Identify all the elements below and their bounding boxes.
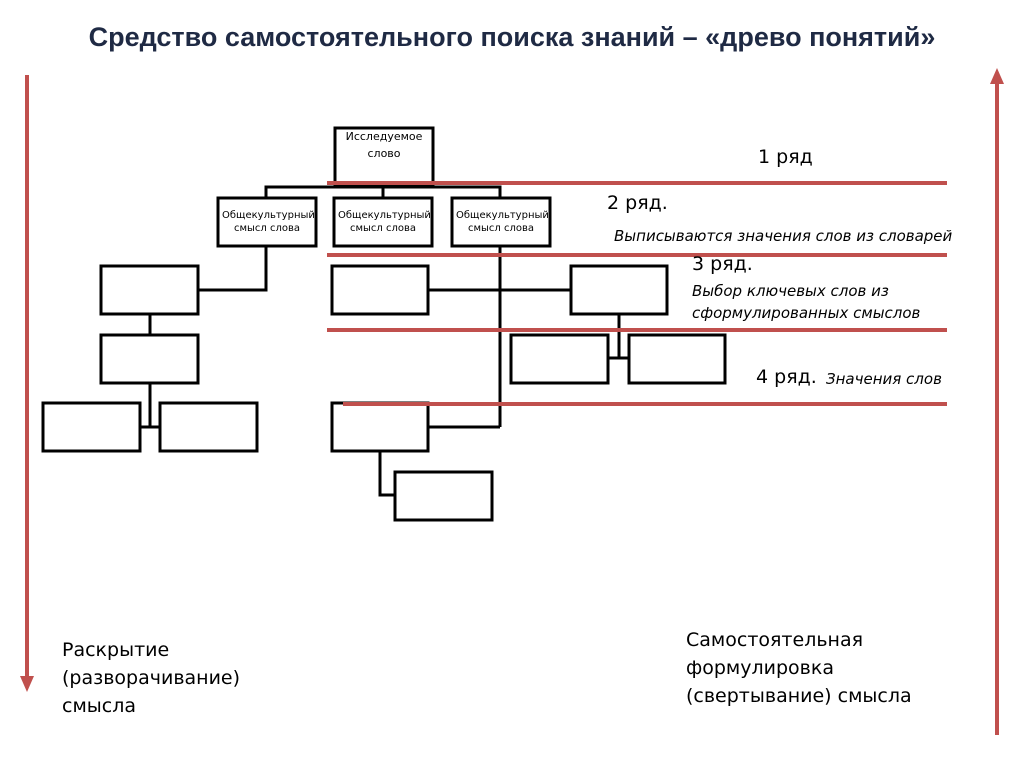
left-caption-line: смысла: [62, 695, 137, 717]
right-caption-line: (свертывание) смысла: [686, 685, 912, 707]
row2-label: 2 ряд.: [607, 192, 668, 214]
row4-description: Значения слов: [826, 370, 942, 388]
row3-description-line2: сформулированных смыслов: [692, 304, 921, 322]
connector: [378, 451, 395, 497]
level2-box-label: Общекультурный смысл слова: [456, 210, 549, 234]
row4-label: 4 ряд.: [756, 366, 817, 388]
right-caption-line: формулировка: [686, 657, 835, 679]
down-arrow-icon: [20, 676, 34, 692]
empty-box: [569, 264, 669, 316]
empty-box: [393, 470, 494, 522]
left-caption-line: Раскрытие: [62, 639, 170, 661]
left-caption: Раскрытие (разворачивание) смысла: [62, 636, 240, 720]
row1-label: 1 ряд: [758, 146, 813, 168]
empty-box: [509, 333, 610, 385]
row2-description: Выписываются значения слов из словарей: [614, 227, 953, 245]
up-arrow-icon: [990, 68, 1004, 84]
level2-box-label: Общекультурный смысл слова: [222, 210, 315, 234]
connector: [198, 246, 268, 292]
row3-description-line1: Выбор ключевых слов из: [692, 282, 889, 300]
level2-box-label: Общекультурный смысл слова: [338, 210, 431, 234]
empty-box: [41, 401, 142, 453]
empty-box: [330, 401, 430, 453]
row3-label: 3 ряд.: [692, 253, 753, 275]
left-caption-line: (разворачивание): [62, 667, 241, 689]
right-caption-line: Самостоятельная: [686, 629, 864, 651]
empty-box: [158, 401, 259, 453]
empty-box: [99, 333, 200, 385]
right-caption: Самостоятельная формулировка (свертывани…: [686, 626, 912, 710]
empty-box: [330, 264, 430, 316]
page-title: Средство самостоятельного поиска знаний …: [88, 22, 936, 52]
empty-box: [627, 333, 727, 385]
root-box-label: Исследуемое слово: [345, 130, 423, 160]
empty-box: [99, 264, 200, 316]
